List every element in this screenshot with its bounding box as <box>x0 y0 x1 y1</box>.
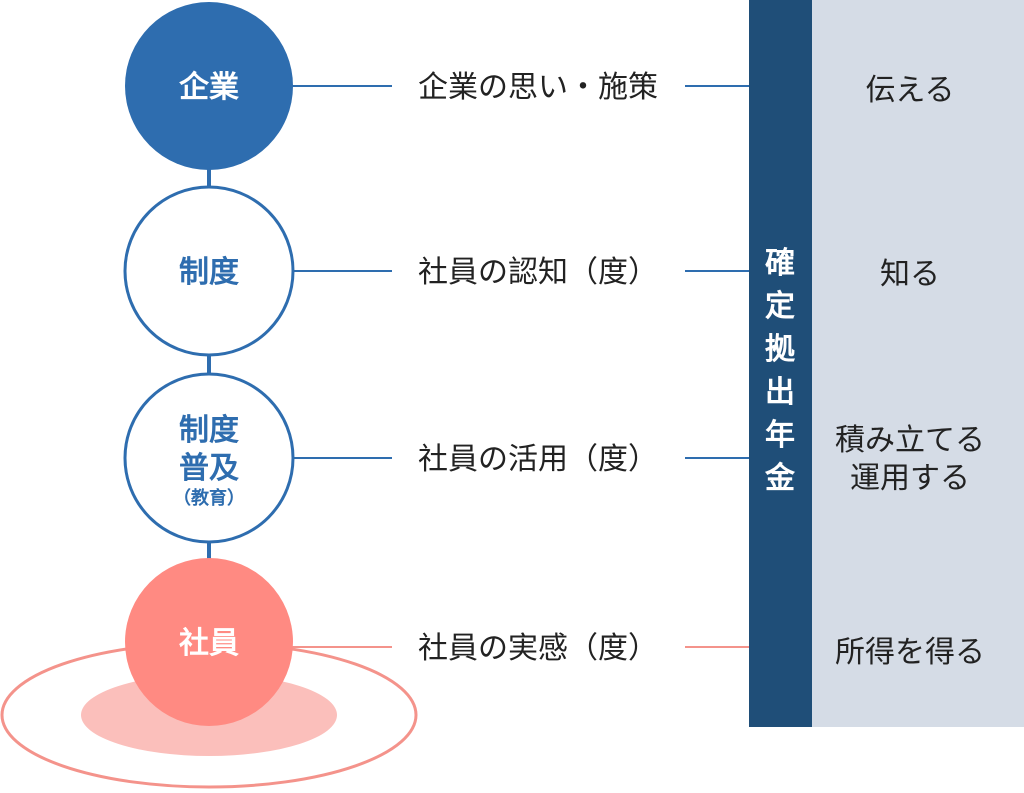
right-label-4: 所得を得る <box>835 635 985 670</box>
middle-label-3: 社員の活用（度） <box>418 442 658 477</box>
bar-char-6: 金 <box>764 461 796 496</box>
middle-label-1: 企業の思い・施策 <box>418 70 658 105</box>
bar-char-4: 出 <box>765 375 795 410</box>
bar-char-5: 年 <box>765 418 795 453</box>
bar-char-2: 定 <box>765 289 795 324</box>
node-company <box>125 2 293 170</box>
right-label-1: 伝える <box>865 73 954 108</box>
node-employee <box>125 558 293 726</box>
right-label-3a: 積み立てる <box>835 423 985 458</box>
middle-label-4: 社員の実感（度） <box>418 631 658 666</box>
pension-bar <box>749 0 812 727</box>
node-system-spread-sublabel: （教育） <box>173 487 245 509</box>
right-panel <box>812 0 1024 727</box>
bar-char-3: 拠 <box>765 332 796 367</box>
right-label-3b: 運用する <box>850 461 970 496</box>
node-employee-label: 社員 <box>179 626 239 661</box>
middle-label-2: 社員の認知（度） <box>418 255 658 290</box>
node-system <box>123 185 295 357</box>
node-company-label: 企業 <box>179 70 239 105</box>
right-label-2: 知る <box>880 257 940 292</box>
bar-char-1: 確 <box>765 246 795 281</box>
node-system-spread <box>123 372 295 544</box>
node-system-spread-line1: 制度 <box>179 413 239 448</box>
node-system-spread-line2: 普及 <box>179 451 239 486</box>
node-system-label: 制度 <box>179 255 239 290</box>
